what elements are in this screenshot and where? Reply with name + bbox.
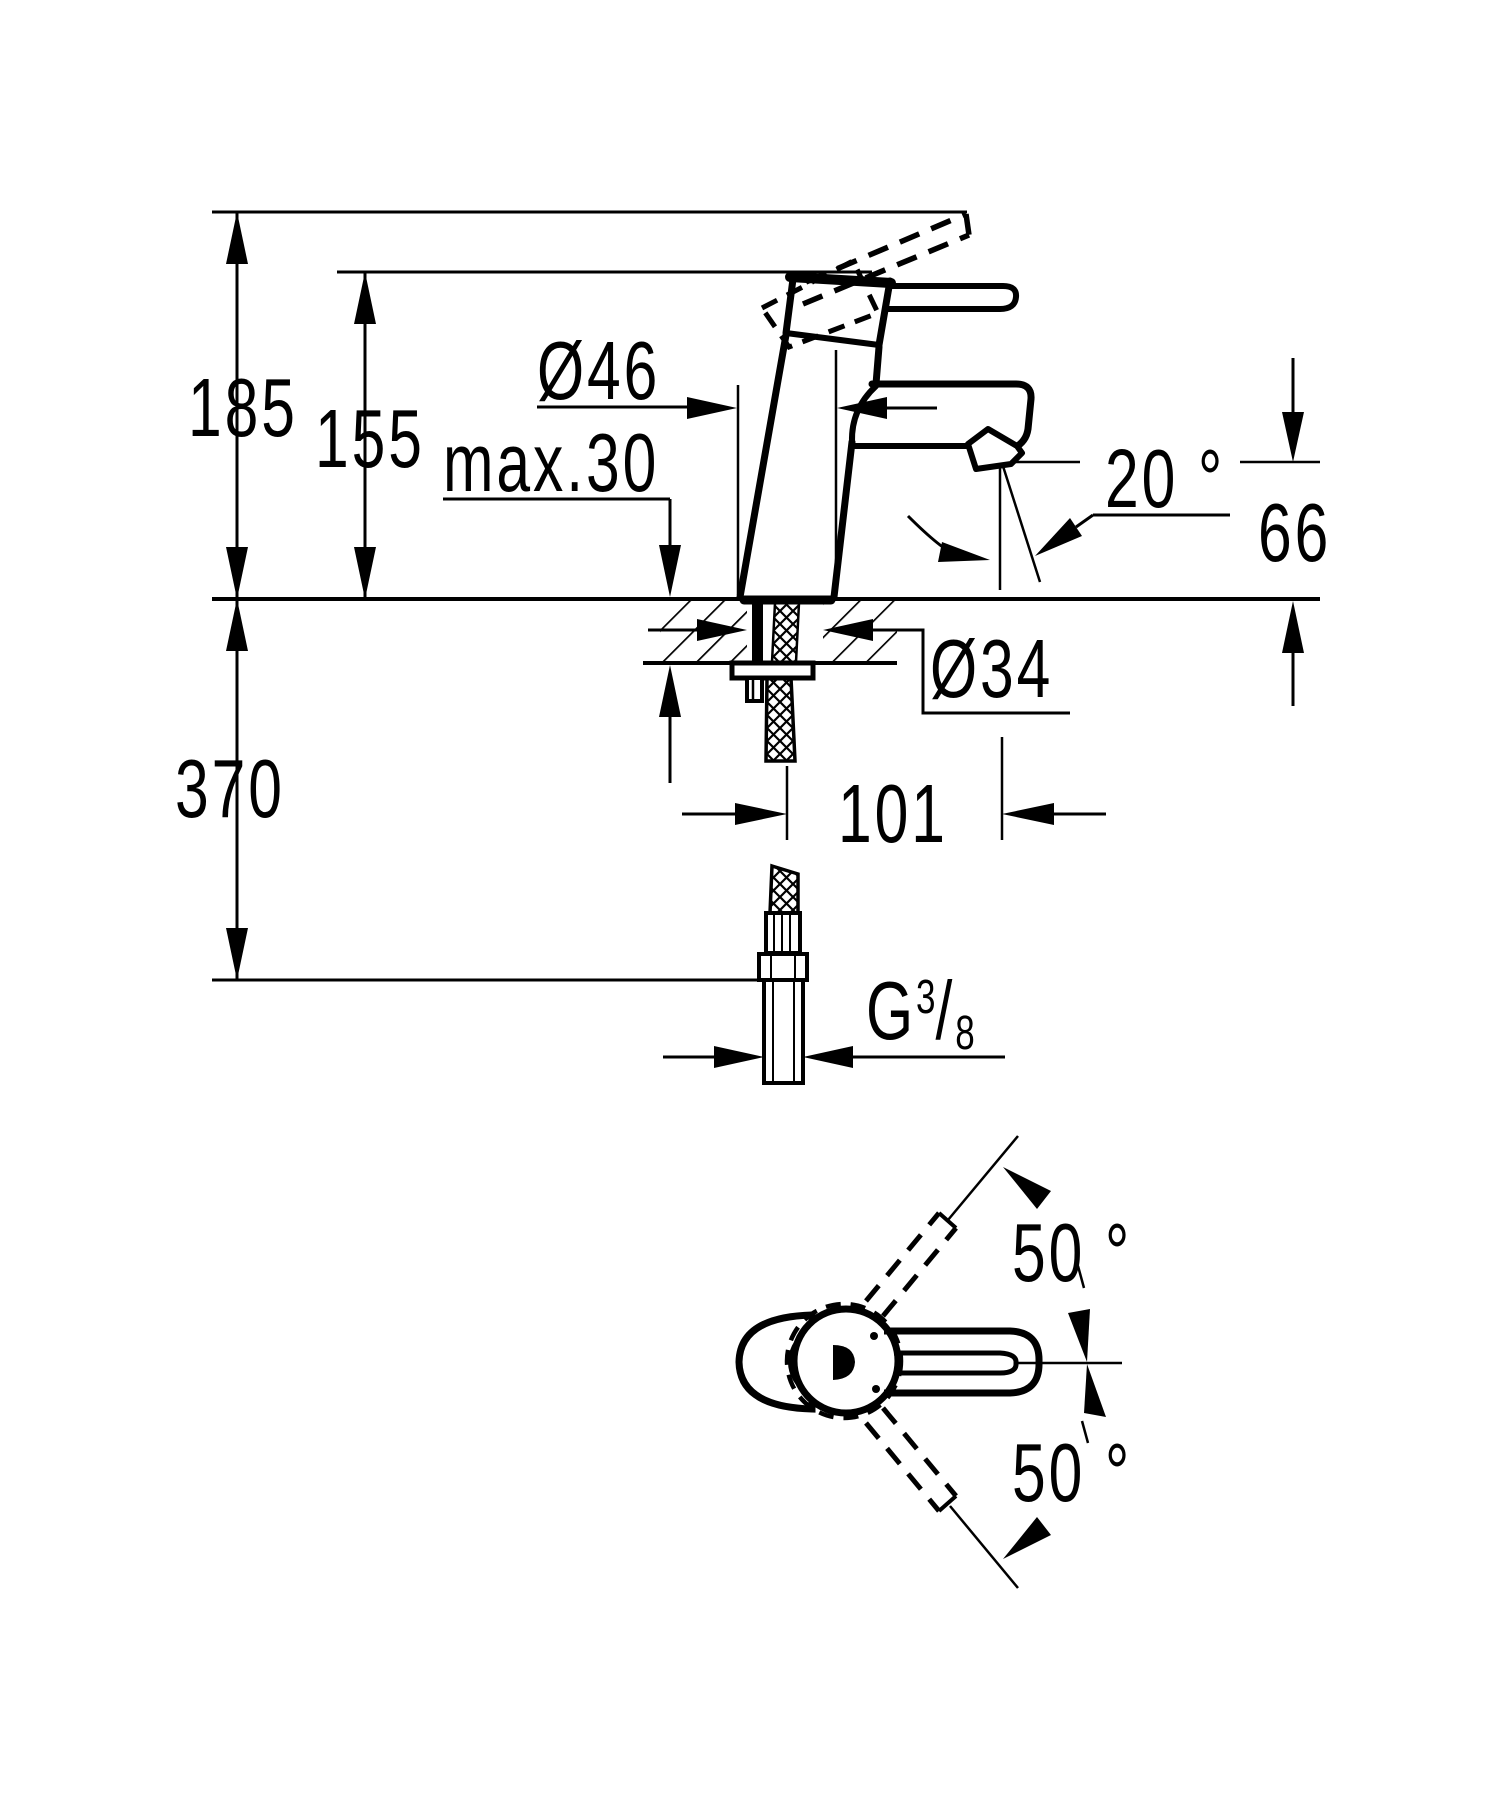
hose-and-connector: [757, 863, 809, 1085]
dim-label-outlet-height: 66: [1258, 486, 1332, 579]
dimension-185: [226, 212, 248, 599]
thread-prefix: G: [866, 964, 917, 1057]
dimension-155: [354, 272, 376, 599]
dimension-50deg-both: [947, 1135, 1106, 1589]
dim-label-swivel-lower: 50 °: [1012, 1426, 1133, 1519]
plan-view-handle: [784, 1301, 1122, 1421]
dim-label-below-deck: 370: [175, 742, 285, 835]
dim-label-spout-projection: 101: [838, 767, 948, 860]
dimension-20deg: [906, 462, 1230, 590]
dimension-dia46: [537, 350, 937, 595]
mounting-shank-detail: [729, 601, 816, 763]
dim-label-thread-size: G3/8: [866, 969, 1015, 1058]
thread-numerator: 3: [916, 971, 936, 1024]
dimension-370: [226, 599, 248, 980]
faucet-body-outline: [736, 272, 1035, 605]
thread-slash: /: [935, 964, 956, 1057]
dimension-thread: [663, 1046, 1005, 1068]
dim-label-body-diameter: Ø46: [537, 324, 661, 417]
dim-label-aerator-angle: 20 °: [1105, 432, 1226, 525]
dim-label-overall-height: 185: [188, 361, 298, 454]
dimension-max30: [443, 497, 681, 783]
dim-label-deck-thickness: max.30: [443, 416, 660, 509]
dim-label-hole-diameter: Ø34: [930, 622, 1054, 715]
dimension-101: [682, 737, 1106, 840]
dim-label-swivel-upper: 50 °: [1012, 1206, 1133, 1299]
handle-raised-dashed: [758, 211, 972, 351]
plan-view-swivel-dashed: [864, 1211, 958, 1513]
dimension-66: [1012, 358, 1320, 706]
thread-denominator: 8: [955, 1007, 975, 1060]
dim-label-body-height: 155: [315, 392, 425, 485]
dimension-dia34: [648, 619, 1070, 715]
